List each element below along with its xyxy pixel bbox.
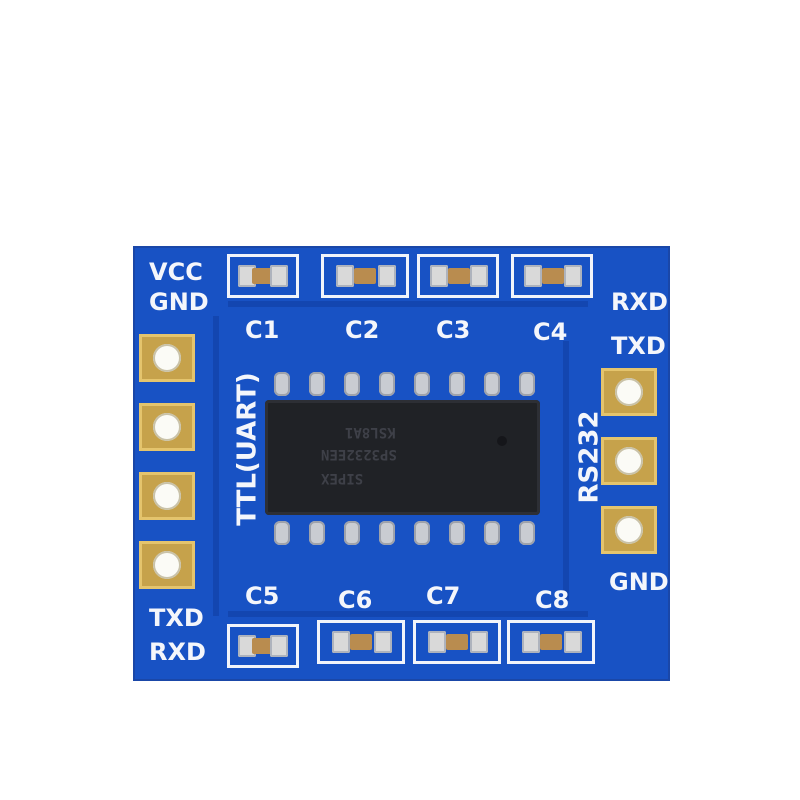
ic-pin — [379, 372, 395, 396]
header-pad — [139, 334, 195, 382]
solder-pad — [270, 265, 288, 287]
solder-pad — [332, 631, 350, 653]
ic-pin — [274, 372, 290, 396]
ic-pin — [344, 521, 360, 545]
solder-pad — [564, 265, 582, 287]
pcb-board: VCC GND TXD RXD RXD TXD GND TTL(UART) RS… — [133, 246, 670, 681]
ic-chip: KSL8A1 SP3232EEN SIPEX — [265, 400, 540, 515]
label-c5: C5 — [245, 582, 280, 610]
pad-hole — [615, 378, 643, 406]
pad-hole — [615, 516, 643, 544]
trace — [228, 611, 588, 617]
label-txd: TXD — [149, 604, 204, 632]
pad-hole — [153, 482, 181, 510]
solder-pad — [336, 265, 354, 287]
ic-pin — [484, 372, 500, 396]
ic-pin — [449, 521, 465, 545]
solder-pad — [430, 265, 448, 287]
pad-hole — [615, 447, 643, 475]
pin1-dot-icon — [497, 436, 507, 446]
solder-pad — [238, 265, 256, 287]
label-rs232: RS232 — [574, 410, 605, 504]
ic-pin — [414, 521, 430, 545]
capacitor-c6 — [317, 620, 405, 664]
header-pad — [139, 472, 195, 520]
label-ttl-uart: TTL(UART) — [232, 372, 263, 526]
label-gnd-right: GND — [609, 568, 669, 596]
trace — [563, 341, 569, 601]
ic-pin — [309, 372, 325, 396]
capacitor-c8 — [507, 620, 595, 664]
label-c3: C3 — [436, 316, 471, 344]
solder-pad — [238, 635, 256, 657]
ic-pin — [484, 521, 500, 545]
header-pad — [601, 368, 657, 416]
label-c7: C7 — [426, 582, 461, 610]
ic-pin — [449, 372, 465, 396]
solder-pad — [470, 265, 488, 287]
label-gnd: GND — [149, 288, 209, 316]
solder-pad — [378, 265, 396, 287]
label-c1: C1 — [245, 316, 280, 344]
capacitor-body — [448, 268, 470, 284]
capacitor-body — [354, 268, 376, 284]
capacitor-c7 — [413, 620, 501, 664]
capacitor-body — [252, 638, 274, 654]
chip-marking-line-1: SIPEX — [321, 470, 364, 486]
header-pad — [601, 506, 657, 554]
capacitor-c5 — [227, 624, 299, 668]
label-rxd-right: RXD — [611, 288, 668, 316]
ic-pin — [309, 521, 325, 545]
capacitor-body — [540, 634, 562, 650]
solder-pad — [522, 631, 540, 653]
header-pad — [601, 437, 657, 485]
pad-hole — [153, 413, 181, 441]
pad-hole — [153, 551, 181, 579]
capacitor-body — [446, 634, 468, 650]
chip-marking-line-2: SP3232EEN — [321, 446, 397, 462]
label-vcc: VCC — [149, 258, 203, 286]
solder-pad — [564, 631, 582, 653]
solder-pad — [428, 631, 446, 653]
trace — [213, 316, 219, 616]
ic-pin — [274, 521, 290, 545]
chip-marking-line-3: KSL8A1 — [345, 424, 396, 440]
pad-hole — [153, 344, 181, 372]
capacitor-c1 — [227, 254, 299, 298]
header-pad — [139, 403, 195, 451]
trace — [228, 301, 588, 307]
ic-pin — [519, 521, 535, 545]
solder-pad — [524, 265, 542, 287]
solder-pad — [470, 631, 488, 653]
solder-pad — [270, 635, 288, 657]
capacitor-body — [252, 268, 274, 284]
ic-pin — [379, 521, 395, 545]
ic-pin — [519, 372, 535, 396]
ic-pin — [344, 372, 360, 396]
capacitor-c3 — [417, 254, 499, 298]
capacitor-body — [542, 268, 564, 284]
label-c4: C4 — [533, 318, 568, 346]
ic-pin — [414, 372, 430, 396]
label-c2: C2 — [345, 316, 380, 344]
capacitor-c4 — [511, 254, 593, 298]
solder-pad — [374, 631, 392, 653]
capacitor-body — [350, 634, 372, 650]
header-pad — [139, 541, 195, 589]
capacitor-c2 — [321, 254, 409, 298]
label-c8: C8 — [535, 586, 570, 614]
label-c6: C6 — [338, 586, 373, 614]
label-rxd: RXD — [149, 638, 206, 666]
label-txd-right: TXD — [611, 332, 666, 360]
